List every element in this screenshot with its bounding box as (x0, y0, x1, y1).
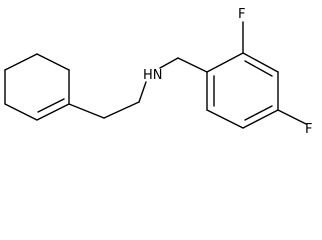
fluoro-bonds (242, 21, 307, 125)
bond-chain-2 (103, 101, 140, 119)
bond-ar-2 (242, 52, 279, 73)
bond-ring1-a (4, 53, 38, 71)
ethyl-linker (68, 81, 147, 119)
amine-label: HN (143, 68, 163, 83)
bond-c-f-para (277, 109, 307, 125)
bond-ring1-b (36, 53, 70, 71)
bond-chain-1 (68, 103, 105, 119)
cyclohexene-ring (4, 53, 70, 121)
structure-canvas: HN F F (4, 7, 313, 136)
bond-n-ch2 (159, 57, 179, 69)
bond-ch2-ring (177, 57, 208, 73)
bond-ar-1 (206, 52, 244, 73)
bond-ring1-d-double (36, 103, 70, 121)
bond-ar-4-inner (244, 105, 273, 121)
fluoro-ortho-label: F (238, 7, 245, 22)
benzyl-linker (159, 57, 208, 73)
bond-ring1-e (4, 103, 38, 121)
fluoro-para-label: F (305, 122, 312, 136)
bond-ar-2-inner (244, 60, 273, 77)
bond-chain-3 (138, 81, 147, 103)
bond-ring1-d-double-inner (37, 98, 65, 113)
atom-labels: HN F F (143, 7, 312, 136)
bond-ar-4 (242, 109, 279, 129)
molecule-diagram: HN F F (4, 7, 312, 136)
bond-ar-5 (206, 109, 244, 129)
difluorophenyl-ring (206, 52, 279, 129)
